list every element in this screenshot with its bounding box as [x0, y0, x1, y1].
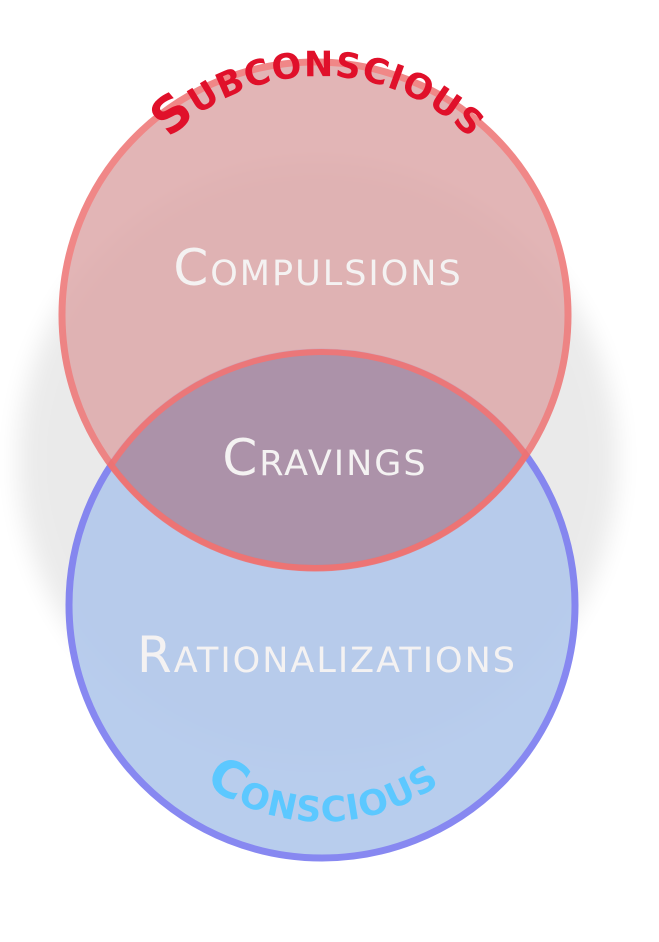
label-compulsions: Compulsions [173, 239, 462, 297]
label-rationalizations: Rationalizations [137, 626, 517, 684]
intersection-region [107, 349, 530, 571]
label-cravings: Cravings [222, 429, 427, 487]
